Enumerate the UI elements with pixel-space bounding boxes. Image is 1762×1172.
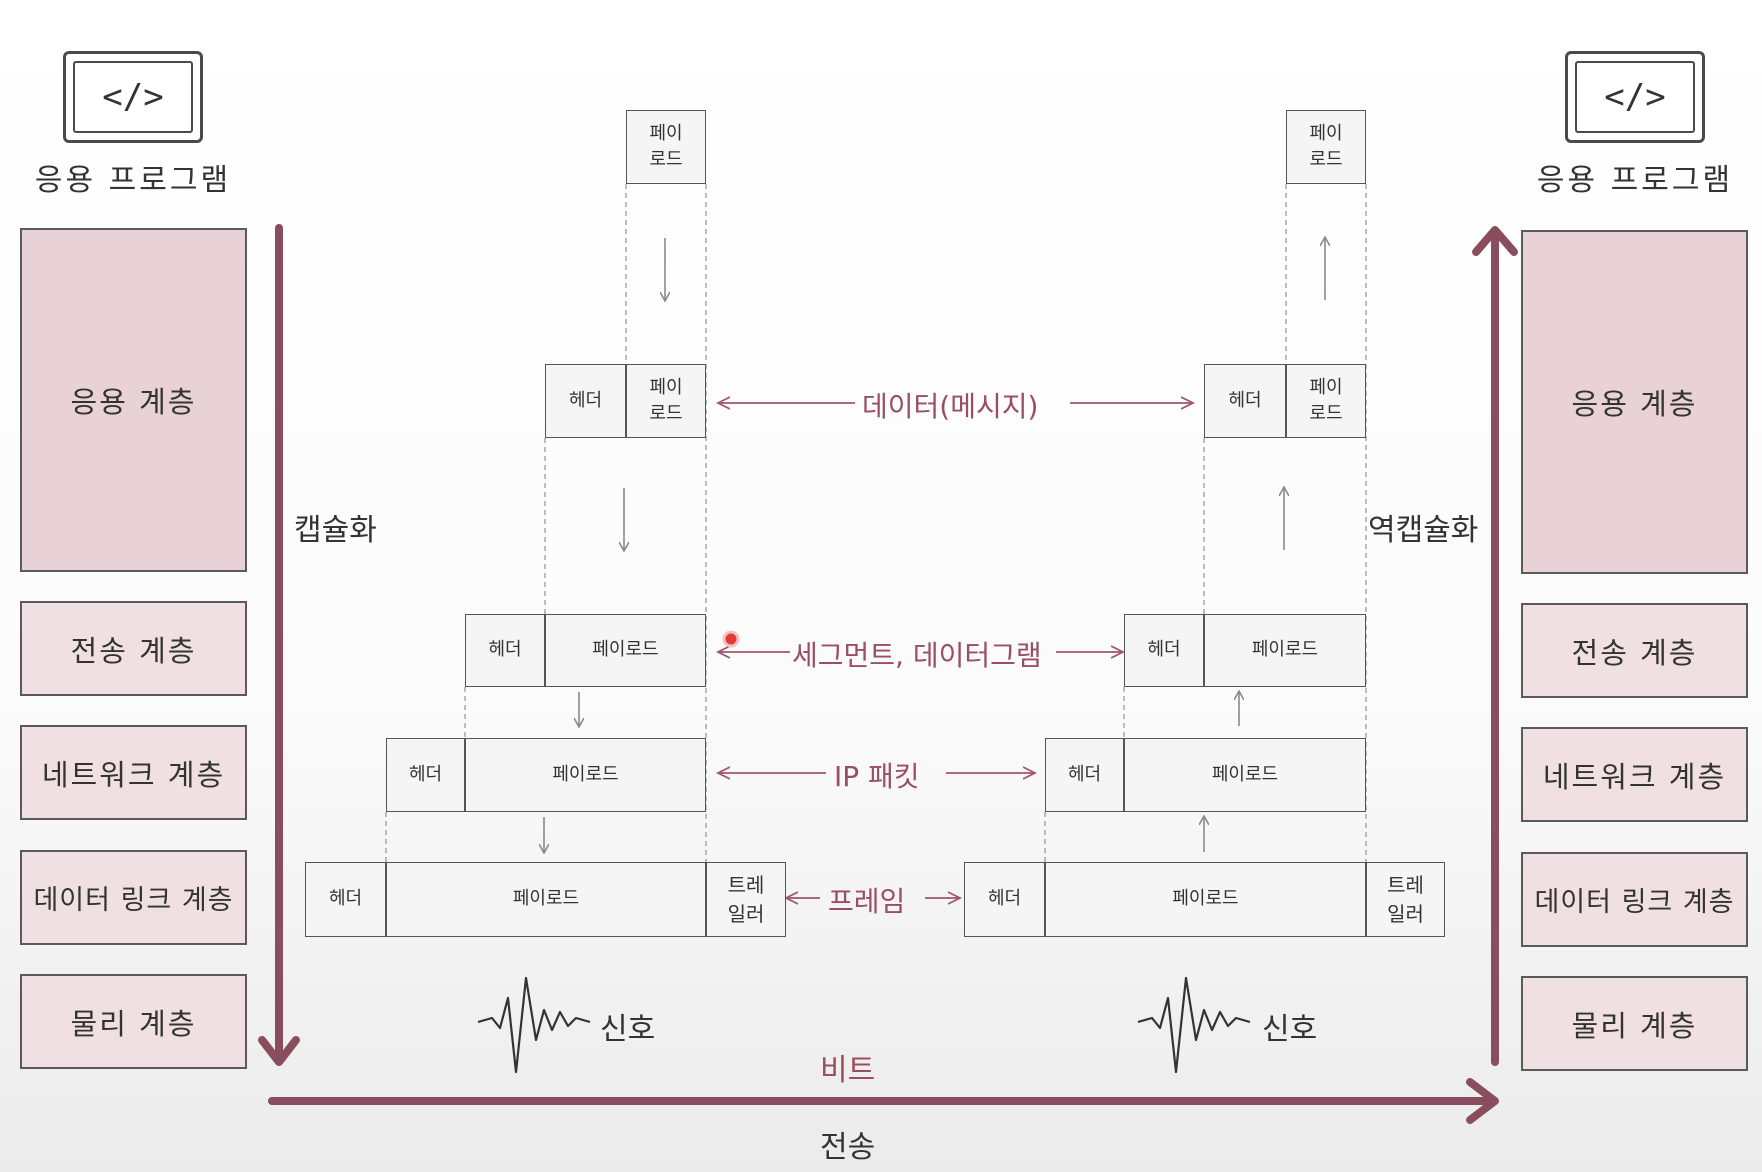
right-dashed-guides [1044,184,1367,865]
right-datalink-header: 헤더 [964,862,1045,937]
code-icon-glyph: </> [73,61,193,133]
label-signal-left: 신호 [600,1012,656,1047]
right-app-payload: 페이 로드 [1286,110,1366,184]
left-datalink-header: 헤더 [305,862,386,937]
label-frame: 프레임 [828,885,906,918]
left-transport-payload: 페이로드 [545,614,706,687]
right-network-payload: 페이로드 [1124,738,1366,812]
right-datalink-trailer: 트레 일러 [1366,862,1445,937]
left-datalink-trailer: 트레 일러 [706,862,786,937]
left-app-payload: 페이 로드 [626,110,706,184]
label-ip-packet: IP 패킷 [834,760,920,793]
network-layer-left: 네트워크 계층 [20,725,247,820]
code-icon-left: </> [63,51,203,143]
transport-layer-left: 전송 계층 [20,601,247,696]
right-app-header-payload: 페이 로드 [1286,364,1366,438]
app-program-title-left: 응용 프로그램 [34,163,232,198]
left-datalink-payload: 페이로드 [386,862,706,937]
physical-layer-right: 물리 계층 [1521,976,1748,1071]
left-dashed-guides [385,184,707,865]
label-signal-right: 신호 [1262,1012,1318,1047]
label-data-message: 데이터(메시지) [862,390,1039,423]
label-transmission: 전송 [820,1130,876,1165]
label-bits: 비트 [820,1053,876,1088]
physical-layer-left: 물리 계층 [20,974,247,1069]
right-network-header: 헤더 [1045,738,1124,812]
network-layer-right: 네트워크 계층 [1521,727,1748,822]
right-datalink-payload: 페이로드 [1045,862,1366,937]
left-app-header-payload: 페이 로드 [626,364,706,438]
right-transport-header: 헤더 [1124,614,1204,687]
left-network-header: 헤더 [386,738,465,812]
app-program-title-right: 응용 프로그램 [1536,163,1734,198]
process-arrows [258,224,1518,1124]
datalink-layer-right: 데이터 링크 계층 [1521,852,1748,947]
datalink-layer-left: 데이터 링크 계층 [20,850,247,945]
left-transport-header: 헤더 [465,614,545,687]
label-decapsulation: 역캡슐화 [1368,513,1479,548]
left-network-payload: 페이로드 [465,738,706,812]
signal-waveforms [477,976,1251,1074]
transport-layer-right: 전송 계층 [1521,603,1748,698]
flow-arrows [544,238,1325,852]
left-app-header: 헤더 [545,364,626,438]
right-app-header: 헤더 [1204,364,1286,438]
application-layer-right: 응용 계층 [1521,230,1748,574]
application-layer-left: 응용 계층 [20,228,247,572]
pdu-arrows [718,403,1193,898]
pointer-dot [722,630,740,648]
code-icon-glyph: </> [1575,61,1695,133]
label-encapsulation: 캡슐화 [294,513,377,548]
right-transport-payload: 페이로드 [1204,614,1366,687]
code-icon-right: </> [1565,51,1705,143]
label-segment-datagram: 세그먼트, 데이터그램 [792,639,1042,672]
